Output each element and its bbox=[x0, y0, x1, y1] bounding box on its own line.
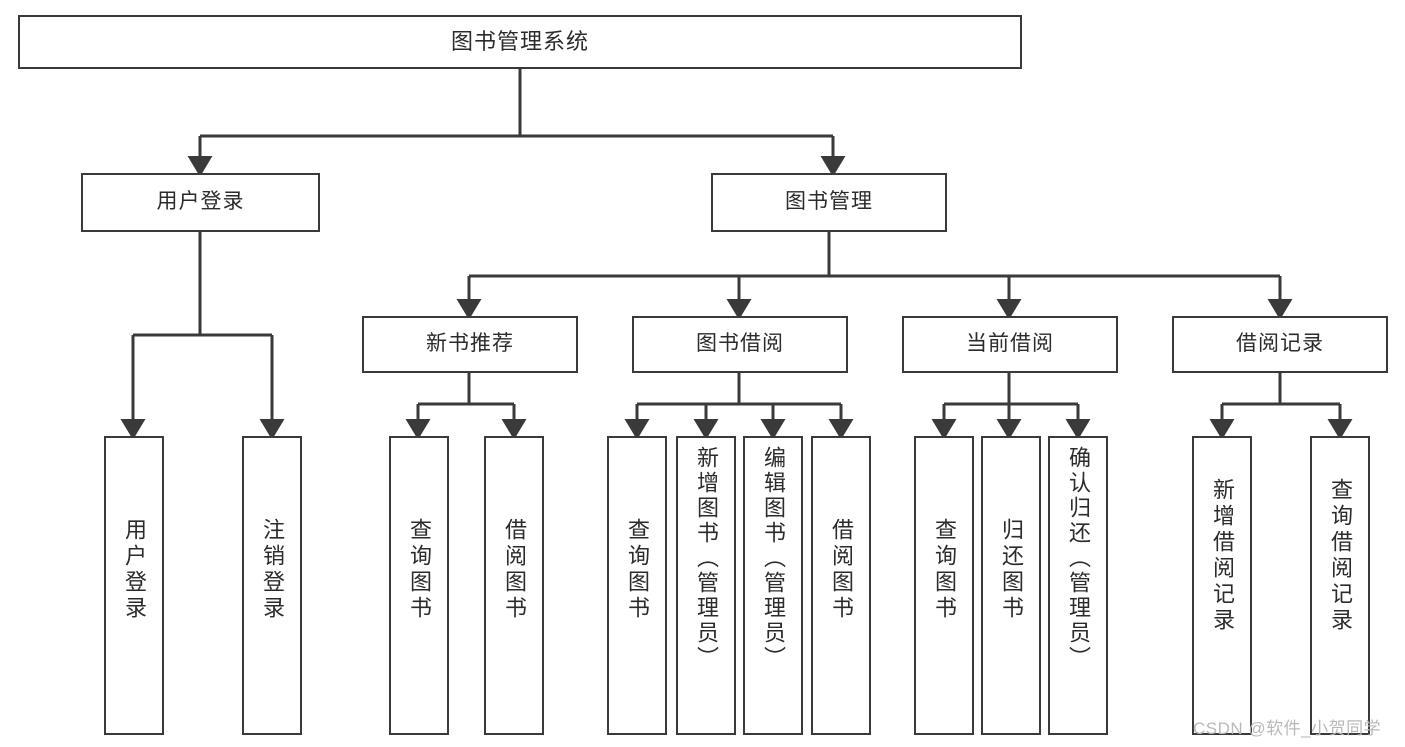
node-new-book-recommend[interactable]: 新书推荐 bbox=[362, 316, 578, 373]
node-leaf-query-book-3[interactable]: 查询图书 bbox=[914, 436, 974, 735]
node-leaf-confirm-return[interactable]: 确认归还（管理员） bbox=[1048, 436, 1108, 735]
node-book-borrow-label: 图书借阅 bbox=[696, 332, 784, 356]
node-leaf-edit-book[interactable]: 编辑图书（管理员） bbox=[743, 436, 803, 735]
node-book-manage[interactable]: 图书管理 bbox=[711, 173, 947, 232]
node-leaf-query-book-3-label: 查询图书 bbox=[932, 518, 957, 622]
node-current-borrow-label: 当前借阅 bbox=[966, 332, 1054, 356]
node-leaf-add-record-label: 新增借阅记录 bbox=[1210, 478, 1235, 634]
node-leaf-return-book-label: 归还图书 bbox=[999, 518, 1024, 622]
node-leaf-user-logout[interactable]: 注销登录 bbox=[242, 436, 302, 735]
csdn-watermark: CSDN @软件_小贺同学 bbox=[1193, 719, 1382, 738]
node-leaf-add-book[interactable]: 新增图书（管理员） bbox=[676, 436, 736, 735]
node-leaf-user-login-label: 用户登录 bbox=[122, 518, 147, 622]
node-user-login[interactable]: 用户登录 bbox=[81, 173, 320, 232]
node-leaf-confirm-return-label: 确认归还（管理员） bbox=[1066, 446, 1091, 671]
node-root[interactable]: 图书管理系统 bbox=[18, 15, 1022, 69]
node-leaf-return-book[interactable]: 归还图书 bbox=[981, 436, 1041, 735]
node-current-borrow[interactable]: 当前借阅 bbox=[902, 316, 1118, 373]
node-leaf-query-record-label: 查询借阅记录 bbox=[1328, 478, 1353, 634]
node-leaf-borrow-book-2-label: 借阅图书 bbox=[829, 518, 854, 622]
node-user-login-label: 用户登录 bbox=[156, 190, 245, 214]
node-leaf-user-logout-label: 注销登录 bbox=[260, 518, 285, 622]
node-book-borrow[interactable]: 图书借阅 bbox=[632, 316, 848, 373]
node-leaf-borrow-book-2[interactable]: 借阅图书 bbox=[811, 436, 871, 735]
node-leaf-edit-book-label: 编辑图书（管理员） bbox=[761, 446, 786, 671]
node-new-book-recommend-label: 新书推荐 bbox=[426, 332, 514, 356]
node-leaf-query-book-2-label: 查询图书 bbox=[625, 518, 650, 622]
node-borrow-record-label: 借阅记录 bbox=[1236, 332, 1324, 356]
node-leaf-add-record[interactable]: 新增借阅记录 bbox=[1192, 436, 1252, 735]
node-leaf-borrow-book-1-label: 借阅图书 bbox=[502, 518, 527, 622]
node-leaf-query-book-2[interactable]: 查询图书 bbox=[607, 436, 667, 735]
node-leaf-borrow-book-1[interactable]: 借阅图书 bbox=[484, 436, 544, 735]
node-borrow-record[interactable]: 借阅记录 bbox=[1172, 316, 1388, 373]
node-leaf-user-login[interactable]: 用户登录 bbox=[104, 436, 164, 735]
node-leaf-query-record[interactable]: 查询借阅记录 bbox=[1310, 436, 1370, 735]
node-book-manage-label: 图书管理 bbox=[785, 190, 873, 214]
node-leaf-query-book-1[interactable]: 查询图书 bbox=[389, 436, 449, 735]
node-leaf-query-book-1-label: 查询图书 bbox=[407, 518, 432, 622]
node-leaf-add-book-label: 新增图书（管理员） bbox=[694, 446, 719, 671]
node-root-label: 图书管理系统 bbox=[450, 29, 589, 55]
